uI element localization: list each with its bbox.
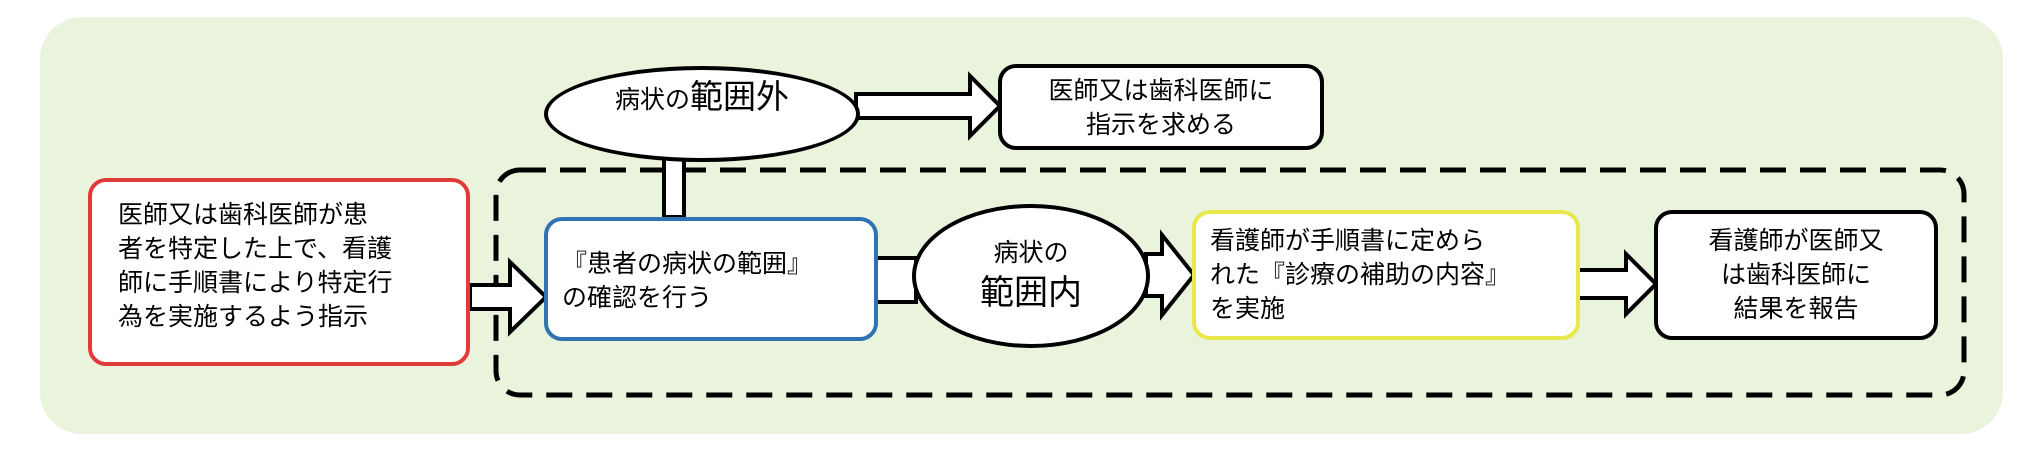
connector-confirm-to-out-of-range [662,155,686,219]
nurse-report-line-2: は歯科医師に [1720,260,1871,289]
nurse-report-line-3: 結果を報告 [1733,294,1859,323]
confirm-range-line-2: の確認を行う [562,283,713,312]
connector-confirm-to-in-range [874,256,918,304]
doctor-instruction-line-2: 者を特定した上で、看護 [118,234,393,263]
out-of-range-ellipse: 病状の 範囲外 [544,66,860,162]
doctor-instruction-line-1: 医師又は歯科医師が患 [118,200,369,229]
nurse-implement-line-1: 看護師が手順書に定めら [1210,226,1486,255]
out-of-range-prefix: 病状の [614,85,690,114]
ask-doctor-box: 医師又は歯科医師に 指示を求める [998,64,1324,150]
doctor-instruction-box: 医師又は歯科医師が患 者を特定した上で、看護 師に手順書により特定行 為を実施す… [88,178,470,366]
in-range-ellipse: 病状の 範囲内 [912,204,1150,348]
confirm-range-line-1: 『患者の病状の範囲』 [562,249,813,278]
nurse-report-box: 看護師が医師又 は歯科医師に 結果を報告 [1654,210,1938,340]
in-range-line-1: 病状の [993,238,1069,267]
ask-doctor-line-2: 指示を求める [1085,110,1236,139]
arrow-out-of-range-to-ask-doctor [854,71,1003,141]
nurse-process-dashed-region [493,167,1967,398]
confirm-range-box: 『患者の病状の範囲』 の確認を行う [544,217,878,341]
arrow-implement-to-report [1576,249,1659,319]
nurse-implement-line-3: を実施 [1210,294,1286,323]
doctor-instruction-line-4: 為を実施するよう指示 [118,302,369,331]
arrow-in-range-to-implement [1144,229,1197,321]
ask-doctor-line-1: 医師又は歯科医師に [1048,76,1274,105]
nurse-implement-line-2: れた『診療の補助の内容』 [1210,260,1511,289]
arrow-instruction-to-confirm [468,257,549,337]
nurse-report-line-1: 看護師が医師又 [1708,226,1884,255]
out-of-range-emphasis: 範囲外 [690,77,789,116]
in-range-line-2: 範囲内 [980,273,1082,313]
doctor-instruction-line-3: 師に手順書により特定行 [118,268,393,297]
nurse-implement-box: 看護師が手順書に定めら れた『診療の補助の内容』 を実施 [1192,210,1580,340]
